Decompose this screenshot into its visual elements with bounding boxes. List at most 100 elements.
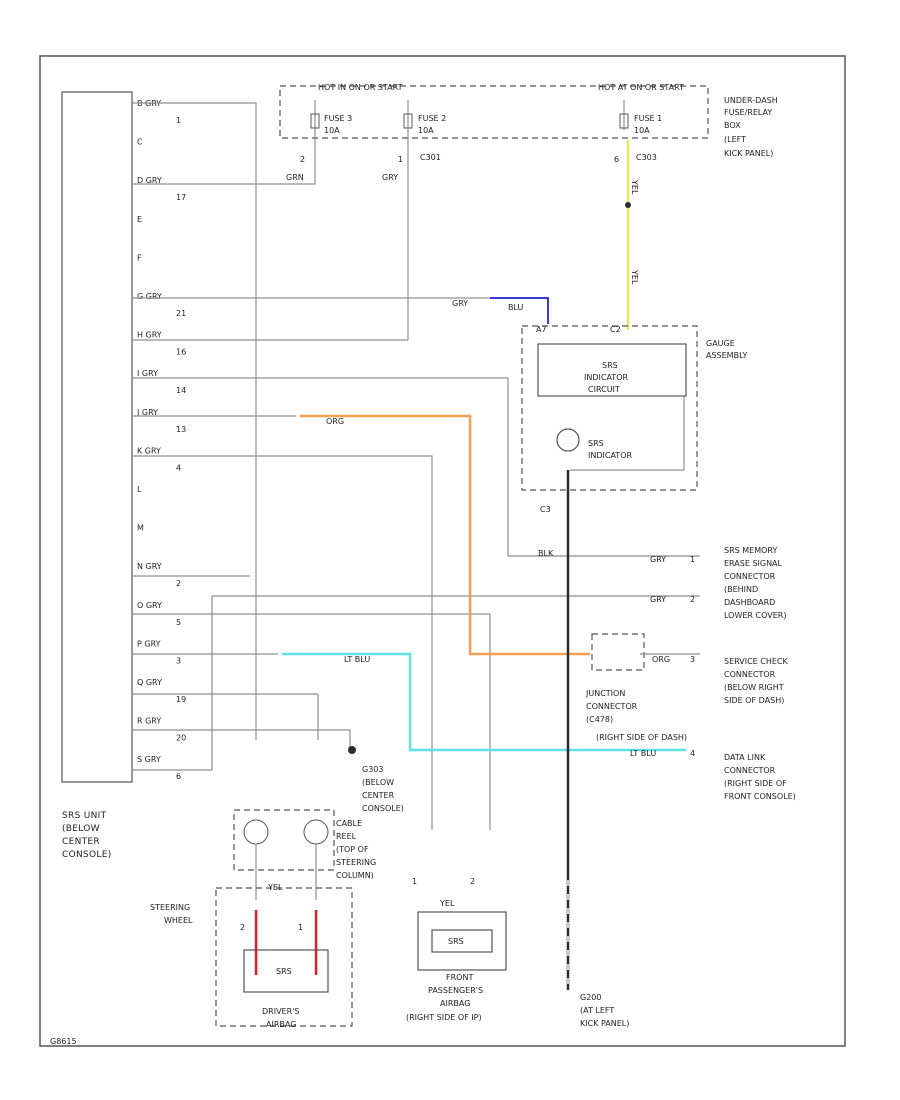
service-check-connector-label: SERVICE CHECK CONNECTOR (BELOW RIGHT SID… xyxy=(724,657,789,705)
fuse2-rating: 10A xyxy=(418,126,434,135)
svg-text:STEERING: STEERING xyxy=(150,903,190,912)
c303-label: C303 xyxy=(636,153,657,162)
fuse2-pin: 1 xyxy=(398,155,403,164)
g200-label: G200 (AT LEFT KICK PANEL) xyxy=(580,993,629,1028)
c301-label: C301 xyxy=(420,153,441,162)
wire-pin-i xyxy=(132,377,700,557)
svg-text:(AT LEFT: (AT LEFT xyxy=(580,1006,614,1015)
fuse3-symbol xyxy=(310,113,320,129)
fuse-box-name-3: BOX xyxy=(724,121,741,130)
datalink-ltblu-label: LT BLU xyxy=(630,749,656,758)
passenger-yel: YEL xyxy=(439,899,455,908)
svg-text:(BELOW RIGHT: (BELOW RIGHT xyxy=(724,683,784,692)
yellow-wire-label-1: YEL xyxy=(630,179,639,195)
svg-text:(TOP OF: (TOP OF xyxy=(336,845,369,854)
srs-pin-l: L xyxy=(137,485,142,494)
datalink-pin: 4 xyxy=(690,749,695,758)
svg-text:COLUMN): COLUMN) xyxy=(336,871,374,880)
srs-unit-loc-3: CONSOLE) xyxy=(62,850,112,860)
srs-unit-box xyxy=(61,91,133,783)
circuit-line-1: SRS xyxy=(602,361,618,370)
junction-connector-label: JUNCTION CONNECTOR (C478) (RIGHT SIDE OF… xyxy=(585,689,687,742)
svg-text:CONNECTOR: CONNECTOR xyxy=(724,572,776,581)
fuse-box-name-5: KICK PANEL) xyxy=(724,149,773,158)
passenger-airbag-box xyxy=(417,911,507,971)
fuse2-name: FUSE 2 xyxy=(418,114,446,123)
svg-text:SRS MEMORY: SRS MEMORY xyxy=(724,546,777,555)
srs-unit-loc-2: CENTER xyxy=(62,837,100,847)
svg-text:STEERING: STEERING xyxy=(336,858,376,867)
svg-text:G200: G200 xyxy=(580,993,601,1002)
svg-text:(BELOW: (BELOW xyxy=(362,778,394,787)
light-blue-wire xyxy=(282,652,686,752)
svg-text:CONNECTOR: CONNECTOR xyxy=(724,670,776,679)
g303-ground-dot xyxy=(348,746,356,754)
svg-text:KICK PANEL): KICK PANEL) xyxy=(580,1019,629,1028)
srs-pin-j: J GRY xyxy=(136,408,158,417)
srs-pin-h-cavity: 16 xyxy=(176,348,186,357)
data-link-connector-label: DATA LINK CONNECTOR (RIGHT SIDE OF FRONT… xyxy=(724,753,796,801)
srs-pin-b-cavity: 1 xyxy=(176,116,181,125)
cable-reel-label: CABLE REEL (TOP OF STEERING COLUMN) xyxy=(336,819,376,880)
srs-pin-d: D GRY xyxy=(137,176,162,185)
srs-pin-i: I GRY xyxy=(137,369,158,378)
cable-reel-outline xyxy=(233,809,335,871)
svg-text:(RIGHT SIDE OF: (RIGHT SIDE OF xyxy=(724,779,787,788)
splice-dot xyxy=(625,202,631,208)
circuit-line-3: CIRCUIT xyxy=(588,385,620,394)
indicator-line-2: INDICATOR xyxy=(588,451,632,460)
fuse3-wire-color: GRN xyxy=(286,173,304,182)
svg-text:FRONT: FRONT xyxy=(446,973,473,982)
passenger-pin-1: 1 xyxy=(412,877,417,886)
driver-pin-2: 2 xyxy=(240,923,245,932)
fuse1-rating: 10A xyxy=(634,126,650,135)
srs-pin-r: R GRY xyxy=(137,717,161,726)
fuse3-rating: 10A xyxy=(324,126,340,135)
svg-text:(RIGHT SIDE OF IP): (RIGHT SIDE OF IP) xyxy=(406,1013,482,1022)
srs-pin-h: H GRY xyxy=(137,331,162,340)
driver-airbag-label: DRIVER'S AIRBAG xyxy=(262,1007,299,1029)
wire-pin-s xyxy=(132,596,213,771)
gauge-assembly-outline xyxy=(521,325,698,491)
svg-text:AIRBAG: AIRBAG xyxy=(266,1020,296,1029)
orange-wire xyxy=(300,414,590,656)
svg-text:(BEHIND: (BEHIND xyxy=(724,585,758,594)
driver-airbag-chip: SRS xyxy=(276,967,292,976)
passenger-airbag-label: FRONT PASSENGER'S AIRBAG (RIGHT SIDE OF … xyxy=(406,973,483,1022)
srs-pin-i-cavity: 14 xyxy=(176,386,186,395)
fuse1-symbol xyxy=(619,113,629,129)
srs-pin-g: G GRY xyxy=(137,292,162,301)
fuse1-pin: 6 xyxy=(614,155,619,164)
driver-pin-1: 1 xyxy=(298,923,303,932)
steering-wheel-label: STEERING WHEEL xyxy=(150,903,193,925)
svg-text:DRIVER'S: DRIVER'S xyxy=(262,1007,299,1016)
srs-unit-name: SRS UNIT xyxy=(62,811,107,821)
wire-pin-b xyxy=(132,102,257,740)
light-blue-wire-label: LT BLU xyxy=(344,655,370,664)
gauge-name-2: ASSEMBLY xyxy=(706,351,747,360)
svg-text:CENTER: CENTER xyxy=(362,791,395,800)
gauge-inner-wire xyxy=(570,396,685,471)
passenger-pin-2: 2 xyxy=(470,877,475,886)
fuse2-wire-color: GRY xyxy=(382,173,398,182)
driver-airbag-box xyxy=(243,949,329,993)
svg-text:(RIGHT SIDE OF DASH): (RIGHT SIDE OF DASH) xyxy=(596,733,687,742)
gry-label-mem1: GRY xyxy=(650,555,666,564)
srs-pin-p: P GRY xyxy=(137,639,161,648)
srs-pin-j-cavity: 13 xyxy=(176,425,186,434)
svg-text:(C478): (C478) xyxy=(586,715,613,724)
junction-connector-outline xyxy=(591,633,645,671)
svg-text:G303: G303 xyxy=(362,765,383,774)
gry-label-mem2: GRY xyxy=(650,595,666,604)
fuse3-name: FUSE 3 xyxy=(324,114,352,123)
wire-pin-o xyxy=(132,613,491,830)
srs-pin-o: O GRY xyxy=(137,601,162,610)
srs-pin-s-cavity: 6 xyxy=(176,772,181,781)
srs-pin-r-cavity: 20 xyxy=(176,734,186,743)
srs-pin-n-cavity: 2 xyxy=(176,579,181,588)
gauge-pin-blu: A7 xyxy=(536,325,547,334)
svg-text:WHEEL: WHEEL xyxy=(164,916,193,925)
srs-indicator-circuit xyxy=(537,343,687,397)
fuse-box-name-2: FUSE/RELAY xyxy=(724,108,772,117)
